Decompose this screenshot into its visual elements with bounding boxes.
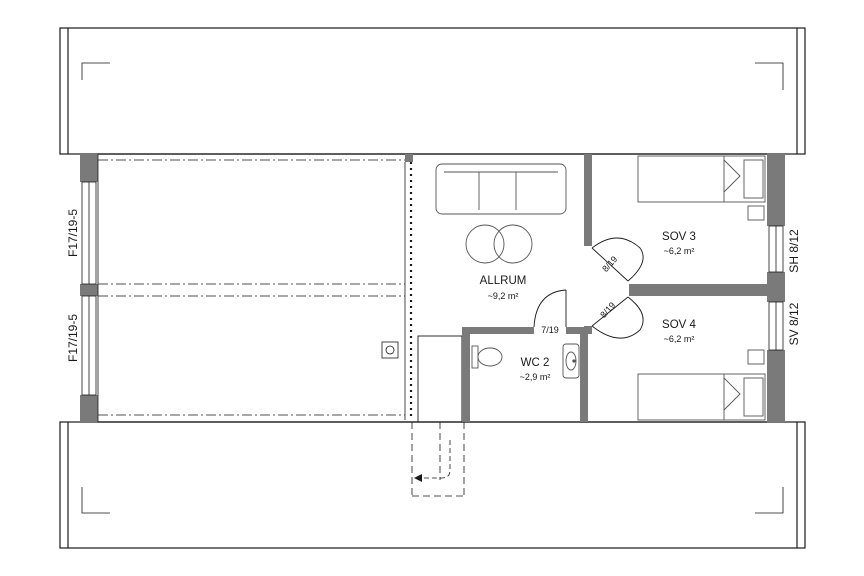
door-sov4-label: 8/19 <box>598 300 617 320</box>
allrum-area: ~9,2 m² <box>488 291 519 301</box>
railing <box>404 154 413 420</box>
toilet <box>471 345 503 369</box>
sov3-label: SOV 3 <box>662 231 696 243</box>
window-right-upper-label: SH 8/12 <box>787 229 801 273</box>
window-left-upper-label: F17/19-5 <box>66 209 80 257</box>
door-sov4 <box>591 296 644 339</box>
door-sov3 <box>591 237 644 282</box>
bed-sov3 <box>637 155 766 221</box>
roof-outline-bottom <box>59 421 806 549</box>
round-stools <box>465 224 533 264</box>
wash-basin <box>562 343 580 379</box>
sofa <box>435 163 567 215</box>
bed-sov4 <box>637 349 766 421</box>
interior-walls <box>462 154 767 422</box>
low-ceiling-zone <box>97 154 405 422</box>
stair-continuation <box>411 422 465 497</box>
wc2-area: ~2,9 m² <box>520 372 551 382</box>
allrum-label: ALLRUM <box>480 275 527 287</box>
stairs <box>417 335 463 423</box>
sov4-area: ~6,2 m² <box>664 334 695 344</box>
window-right-lower-label: SV 8/12 <box>787 302 801 345</box>
stair-arrow-head <box>414 474 422 482</box>
door-wc-label: 7/19 <box>541 325 559 335</box>
vent-circle <box>385 345 395 355</box>
window-left-lower-label: F17/19-5 <box>66 314 80 362</box>
left-wall <box>80 154 98 422</box>
right-wall <box>767 154 785 422</box>
stair-direction-arrow <box>420 440 451 479</box>
chimney-vent <box>381 341 399 359</box>
sov4-label: SOV 4 <box>662 319 696 331</box>
corner-marks-top <box>81 62 784 90</box>
door-wc <box>533 289 567 328</box>
corner-marks-bottom <box>81 487 784 514</box>
roof-outline-top <box>59 27 806 155</box>
sov3-area: ~6,2 m² <box>664 246 695 256</box>
wc2-label: WC 2 <box>521 357 550 369</box>
